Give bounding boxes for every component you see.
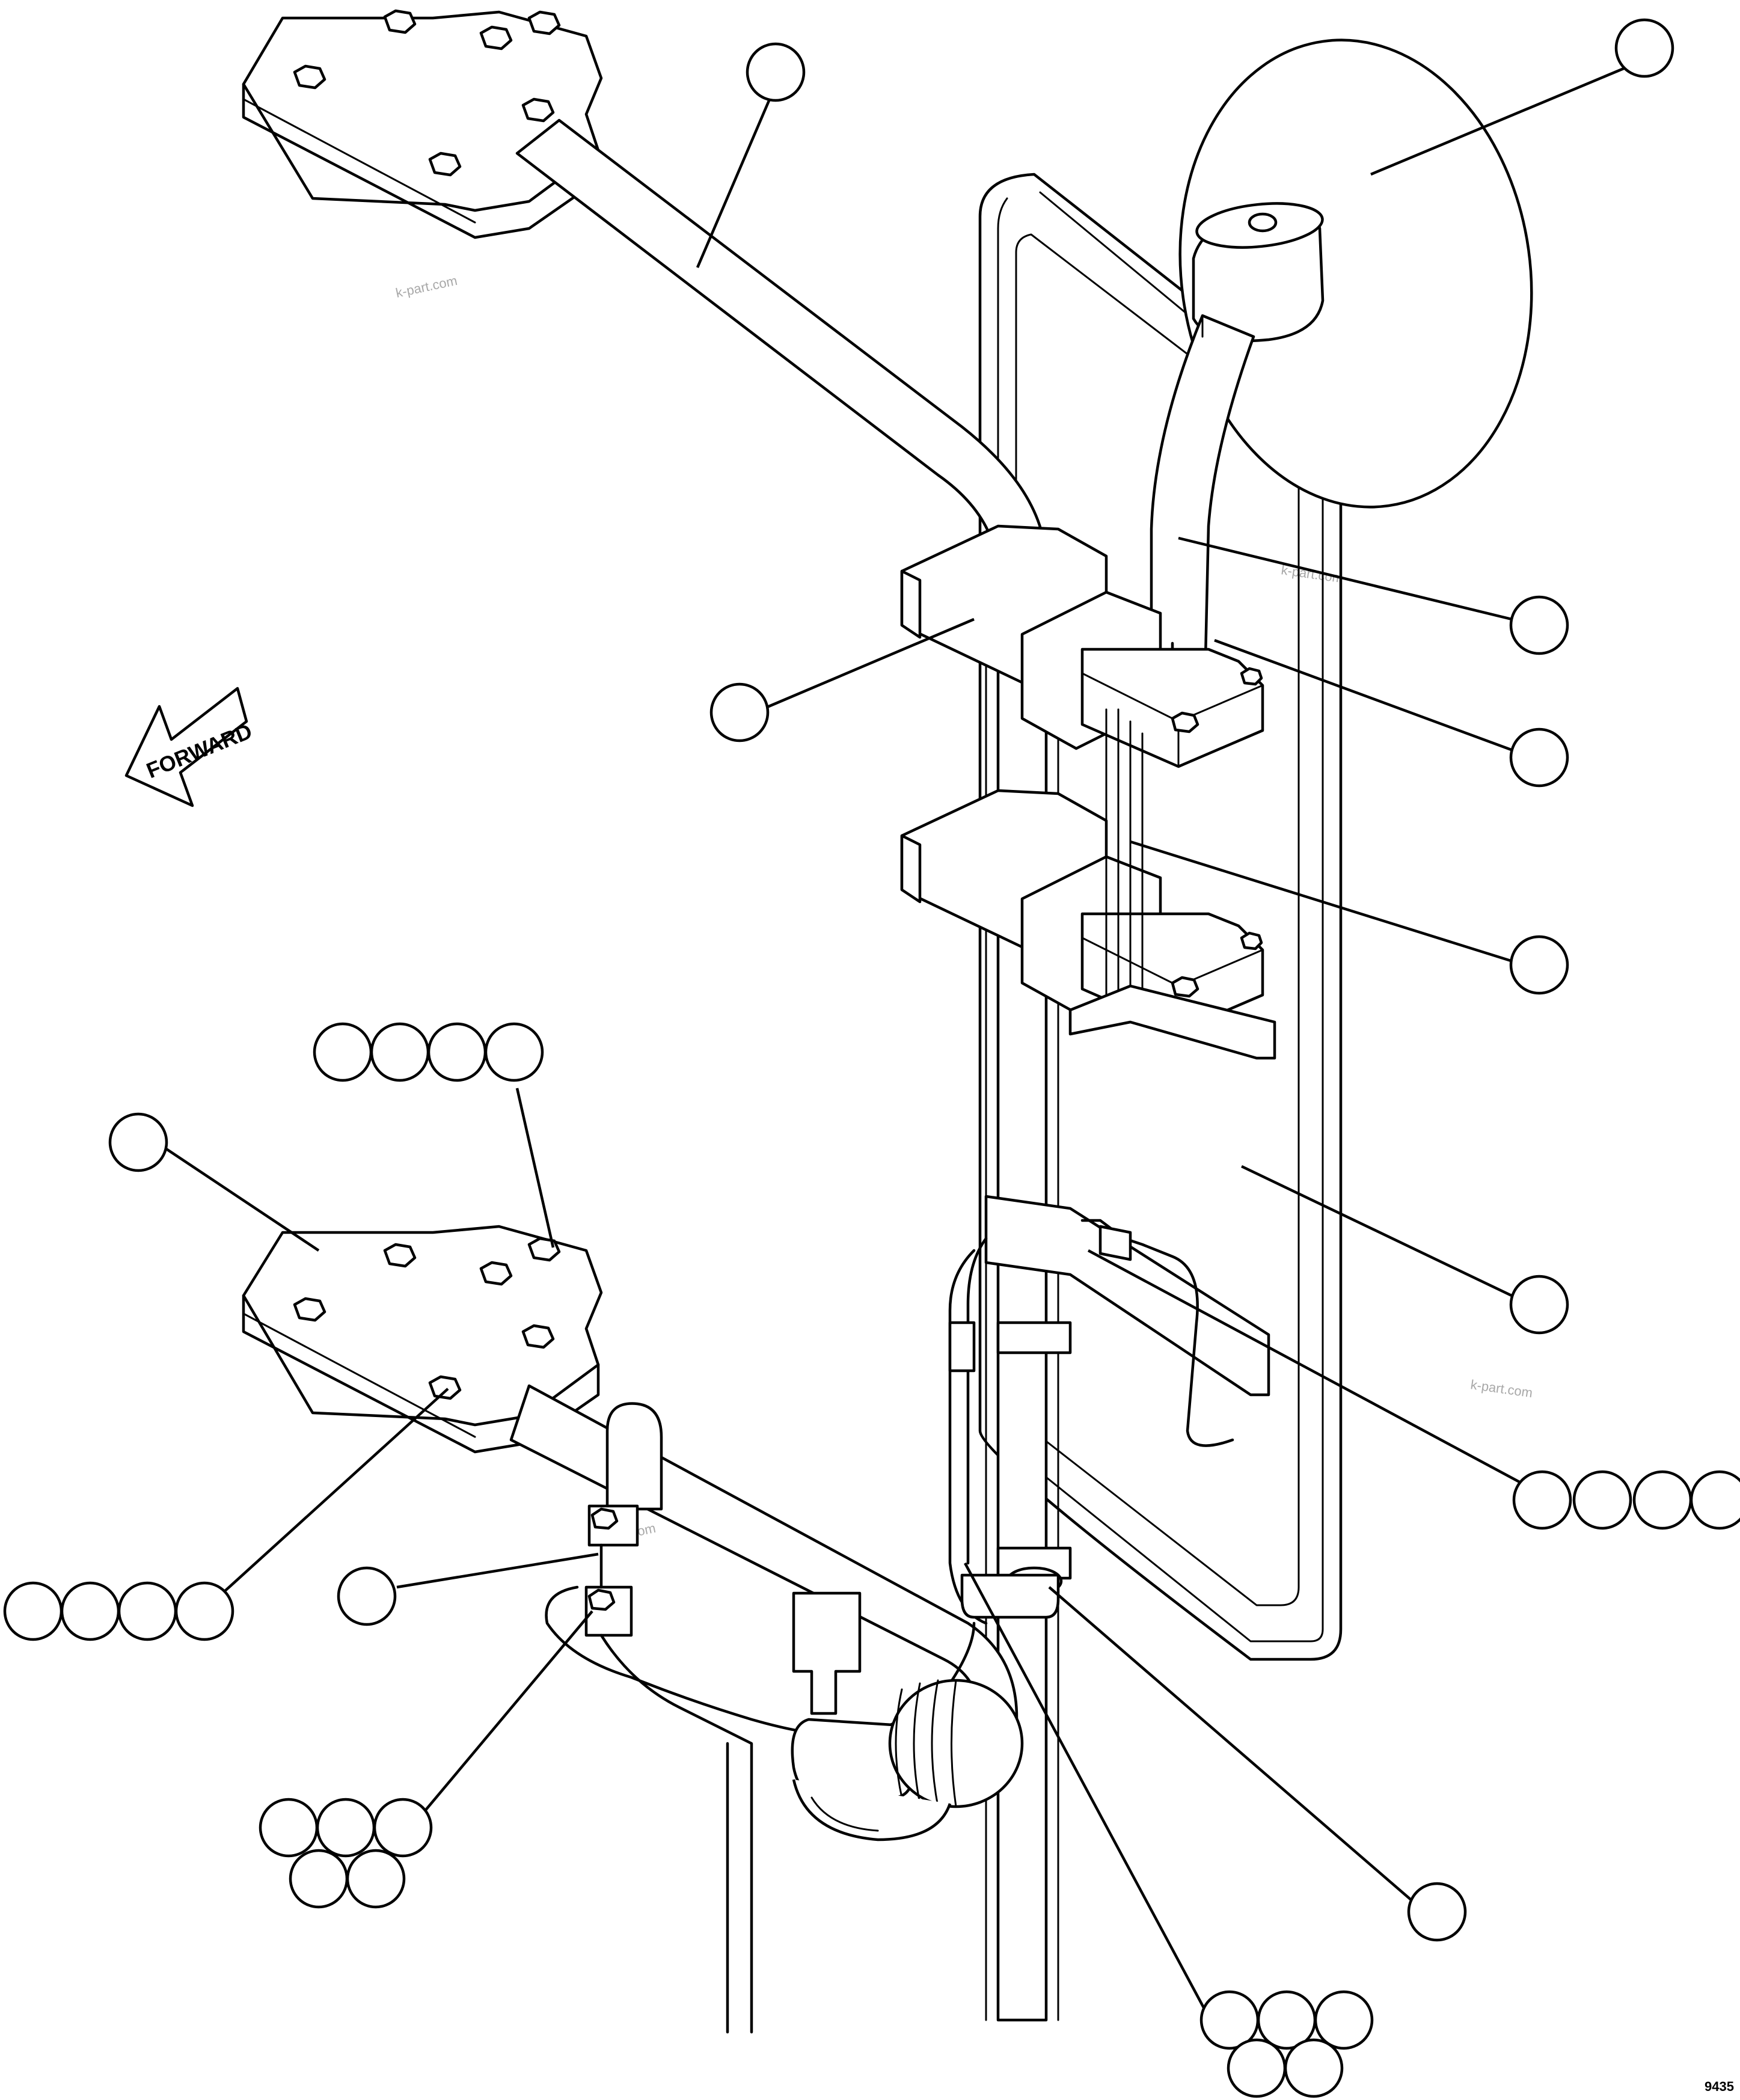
callout-balloon [316,1798,376,1858]
callout-balloon [1407,1882,1467,1942]
callout-balloon [1284,2038,1344,2098]
convex-mirror [1150,38,1533,660]
callout-balloon [346,1849,406,1909]
callout-balloon [289,1849,349,1909]
callout-balloon [60,1581,120,1641]
callout-balloon [370,1022,430,1082]
callout-balloon [259,1798,319,1858]
watermark: k-part.com [1469,1377,1533,1400]
callout-balloon [1509,1275,1569,1335]
lower-clamp-block [900,708,1276,1060]
figure-code: 9435 [1705,2079,1734,2094]
wiring-harness [948,1195,1270,1625]
callout-balloon [3,1581,63,1641]
forward-arrow: FORWARD [124,687,256,807]
watermark: k-part.com [394,273,459,301]
callout-balloon [484,1022,544,1082]
upper-bracket-plate [242,9,603,239]
bracket-bolt [293,1237,561,1400]
callout-balloon [117,1581,177,1641]
work-light [791,1591,1024,1841]
callout-balloon [746,42,806,102]
callout-balloon [1509,935,1569,995]
lower-bracket-plate [242,1225,603,1454]
callout-balloon [373,1798,433,1858]
callout-balloon [174,1581,234,1641]
callout-balloon [709,682,770,742]
callout-balloon [1509,595,1569,655]
callout-balloon [1314,1990,1374,2050]
callout-balloon [1572,1470,1632,1530]
callout-balloon [1509,727,1569,788]
upper-clamp-block [900,524,1264,768]
callout-balloon [1512,1470,1572,1530]
callout-balloon [313,1022,373,1082]
callout-balloon [1632,1470,1693,1530]
callout-balloons [3,18,1740,2098]
callout-balloon [1689,1470,1740,1530]
callout-balloon [427,1022,487,1082]
callout-balloon [337,1566,397,1626]
callout-leaders [155,64,1630,2012]
callout-balloon [1227,2038,1287,2098]
callout-balloon [108,1112,168,1172]
bracket-bolt [293,9,561,177]
callout-balloon [1614,18,1674,78]
